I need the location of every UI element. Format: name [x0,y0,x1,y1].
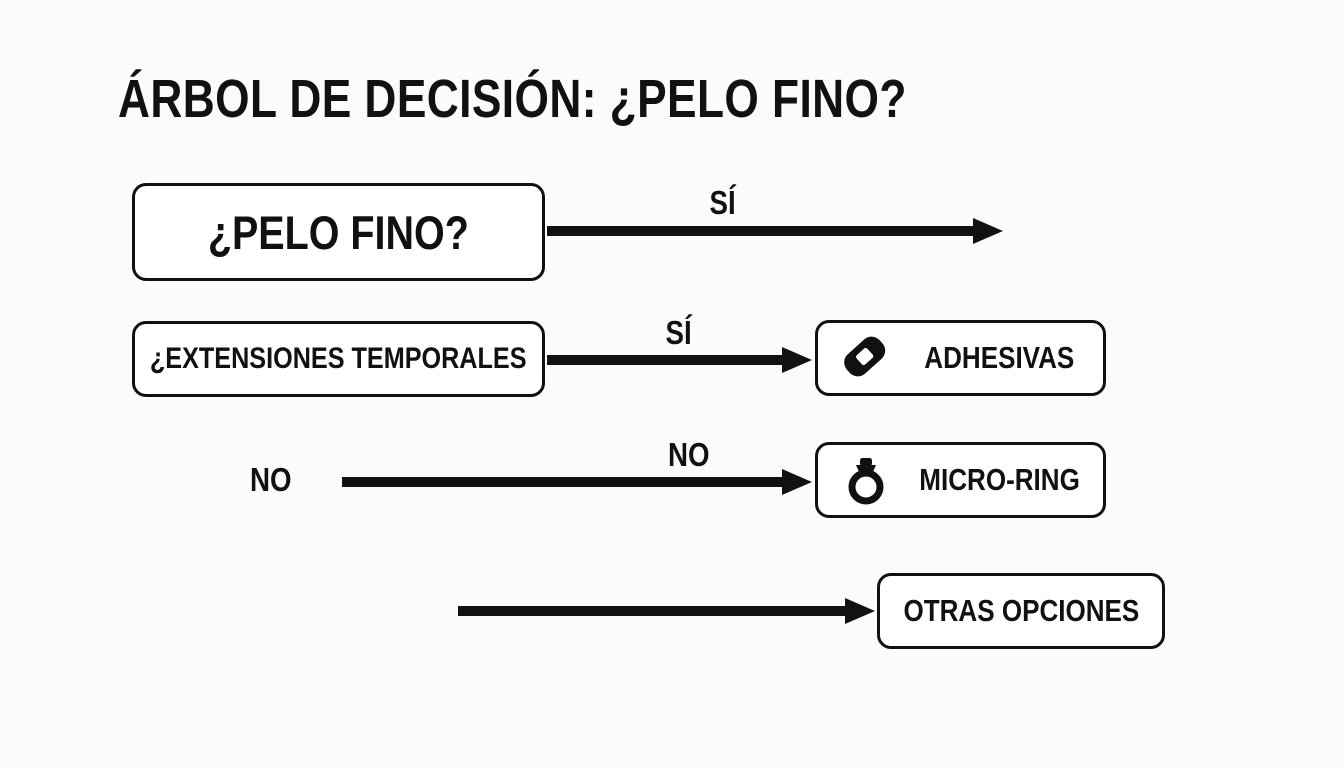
arrow-temporal-adhesivas [547,347,812,373]
node-adhesivas-label: ADHESIVAS [924,340,1075,375]
node-adhesivas[interactable]: ADHESIVAS [815,320,1106,396]
ring-icon [844,453,888,507]
node-pelo-fino-label: ¿PELO FINO? [207,205,470,259]
arrow-shaft [547,355,782,365]
arrow-head [973,218,1003,244]
arrow-head [782,347,812,373]
bandage-icon [838,335,894,381]
arrow-head [782,469,812,495]
arrow-otras-opciones [458,598,875,624]
arrow-no-microring [342,469,812,495]
node-otras-opciones-label: OTRAS OPCIONES [903,593,1139,628]
node-extensiones-temporales-label: ¿EXTENSIONES TEMPORALES [150,342,527,375]
node-otras-opciones[interactable]: OTRAS OPCIONES [877,573,1165,649]
edge-label-si-root: SÍ [709,184,736,221]
loose-label-no: NO [250,461,292,498]
arrow-shaft [342,477,782,487]
arrow-root-si [547,218,1003,244]
node-micro-ring-label: MICRO-RING [919,462,1080,497]
node-pelo-fino[interactable]: ¿PELO FINO? [132,183,545,281]
arrow-shaft [458,606,845,616]
page-title: ÁRBOL DE DECISIÓN: ¿PELO FINO? [118,69,907,129]
arrow-shaft [547,226,973,236]
node-extensiones-temporales[interactable]: ¿EXTENSIONES TEMPORALES [132,321,545,397]
edge-label-no-microring: NO [667,436,710,473]
node-micro-ring[interactable]: MICRO-RING [815,442,1106,518]
arrow-head [845,598,875,624]
edge-label-si-temporal: SÍ [665,314,692,351]
